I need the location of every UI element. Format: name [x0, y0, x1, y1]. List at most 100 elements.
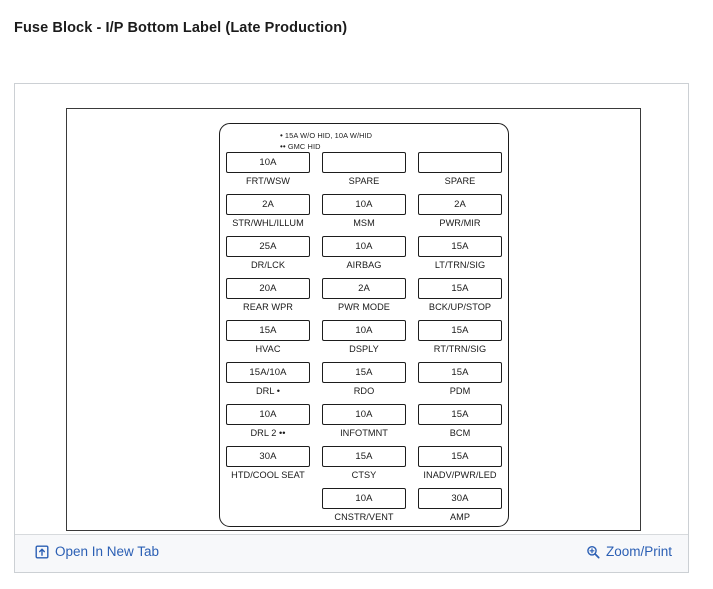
- fuse-slot: SPARE: [322, 152, 406, 194]
- fuse-circuit-label: RDO: [353, 386, 375, 396]
- fuse-box: 2A: [322, 278, 406, 299]
- fuse-circuit-label: SPARE: [348, 176, 380, 186]
- fuse-circuit-label: DSPLY: [349, 344, 379, 354]
- fuse-slot: 15A RDO: [322, 362, 406, 404]
- fuse-slot: 25A DR/LCK: [226, 236, 310, 278]
- fuse-amperage: 20A: [259, 283, 277, 294]
- fuse-amperage: 25A: [259, 241, 277, 252]
- fuse-slot: 10A DSPLY: [322, 320, 406, 362]
- fuse-amperage: 10A: [355, 325, 373, 336]
- fuse-box: 20A: [226, 278, 310, 299]
- external-link-icon: [35, 545, 49, 559]
- fuse-box: 30A: [226, 446, 310, 467]
- fuse-slot: 15A RT/TRN/SIG: [418, 320, 502, 362]
- fuse-box: 15A: [418, 362, 502, 383]
- fuse-amperage: 15A: [451, 409, 469, 420]
- viewer-footer-toolbar: Open In New Tab Zoom/Print: [15, 534, 688, 572]
- fuse-box: 15A: [226, 320, 310, 341]
- fuse-circuit-label: SPARE: [444, 176, 476, 186]
- fuse-slot: 15A INADV/PWR/LED: [418, 446, 502, 488]
- fuse-box: 15A: [418, 278, 502, 299]
- open-in-new-tab-label: Open In New Tab: [55, 544, 160, 559]
- fuse-amperage: 2A: [358, 283, 370, 294]
- fuse-amperage: 15A: [451, 283, 469, 294]
- legend: •15A W/O HID, 10A W/HID••GMC HID: [280, 131, 495, 152]
- fuse-box: 10A: [322, 236, 406, 257]
- fuse-amperage: 15A: [259, 325, 277, 336]
- fuse-circuit-label: CTSY: [351, 470, 377, 480]
- fuse-circuit-label: INADV/PWR/LED: [423, 470, 497, 480]
- fuse-amperage: 10A: [355, 241, 373, 252]
- fuse-box: [418, 152, 502, 173]
- fuse-circuit-label: FRT/WSW: [245, 176, 291, 186]
- legend-line: •15A W/O HID, 10A W/HID: [280, 131, 495, 142]
- fuse-box: 2A: [226, 194, 310, 215]
- fuse-box: 15A/10A: [226, 362, 310, 383]
- fuse-amperage: 15A: [355, 367, 373, 378]
- fuse-circuit-label: RT/TRN/SIG: [433, 344, 487, 354]
- zoom-print-label: Zoom/Print: [605, 544, 672, 559]
- fuse-circuit-label: AIRBAG: [346, 260, 382, 270]
- fuse-box: 10A: [322, 488, 406, 509]
- fuse-box: 15A: [322, 446, 406, 467]
- legend-text: GMC HID: [287, 141, 321, 151]
- fuse-box: 15A: [418, 446, 502, 467]
- fuse-slot: 15A/10A DRL •: [226, 362, 310, 404]
- page-title: Fuse Block - I/P Bottom Label (Late Prod…: [14, 20, 348, 36]
- fuse-box: 10A: [322, 194, 406, 215]
- fuse-amperage: 15A: [355, 451, 373, 462]
- fuse-amperage: 10A: [355, 409, 373, 420]
- fuse-circuit-label: INFOTMNT: [340, 428, 388, 438]
- fuse-amperage: 2A: [262, 199, 274, 210]
- fuse-amperage: 10A: [355, 493, 373, 504]
- fuse-amperage: 10A: [259, 157, 277, 168]
- fuse-slot: 15A PDM: [418, 362, 502, 404]
- fuse-circuit-label: DRL •: [255, 386, 281, 396]
- fuse-slot: 10A INFOTMNT: [322, 404, 406, 446]
- zoom-print-link[interactable]: Zoom/Print: [586, 544, 672, 559]
- fuse-box: 15A: [418, 236, 502, 257]
- fuse-box: [322, 152, 406, 173]
- fuse-box: 10A: [226, 152, 310, 173]
- fuse-circuit-label: LT/TRN/SIG: [434, 260, 486, 270]
- fuse-circuit-label: DR/LCK: [251, 260, 285, 270]
- fuse-amperage: 30A: [259, 451, 277, 462]
- fuse-box: 10A: [322, 320, 406, 341]
- fuse-amperage: 15A: [451, 325, 469, 336]
- open-in-new-tab-link[interactable]: Open In New Tab: [35, 544, 159, 559]
- fuse-circuit-label: BCM: [449, 428, 471, 438]
- fuse-box: 25A: [226, 236, 310, 257]
- fuse-amperage: 10A: [259, 409, 277, 420]
- fuse-slot: 2A PWR/MIR: [418, 194, 502, 236]
- fuse-box: 10A: [226, 404, 310, 425]
- fuse-slot: 10A FRT/WSW: [226, 152, 310, 194]
- legend-text: 15A W/O HID, 10A W/HID: [284, 131, 373, 140]
- fuse-amperage: 30A: [451, 493, 469, 504]
- fuse-box: 15A: [322, 362, 406, 383]
- fuse-circuit-label: PWR/MIR: [439, 218, 481, 228]
- fuse-circuit-label: PDM: [449, 386, 471, 396]
- legend-marker-icon: •: [280, 131, 283, 140]
- fuse-slot: 15A CTSY: [322, 446, 406, 488]
- fuse-box: 15A: [418, 320, 502, 341]
- fuse-box: 15A: [418, 404, 502, 425]
- fuse-box: 10A: [322, 404, 406, 425]
- fuse-slot: 15A BCM: [418, 404, 502, 446]
- fuse-box: 2A: [418, 194, 502, 215]
- fuse-amperage: 10A: [355, 199, 373, 210]
- fuse-slot: 20A REAR WPR: [226, 278, 310, 320]
- fuse-amperage: 15A: [451, 451, 469, 462]
- fuse-circuit-label: REAR WPR: [243, 302, 293, 312]
- fuse-amperage: 15A: [451, 241, 469, 252]
